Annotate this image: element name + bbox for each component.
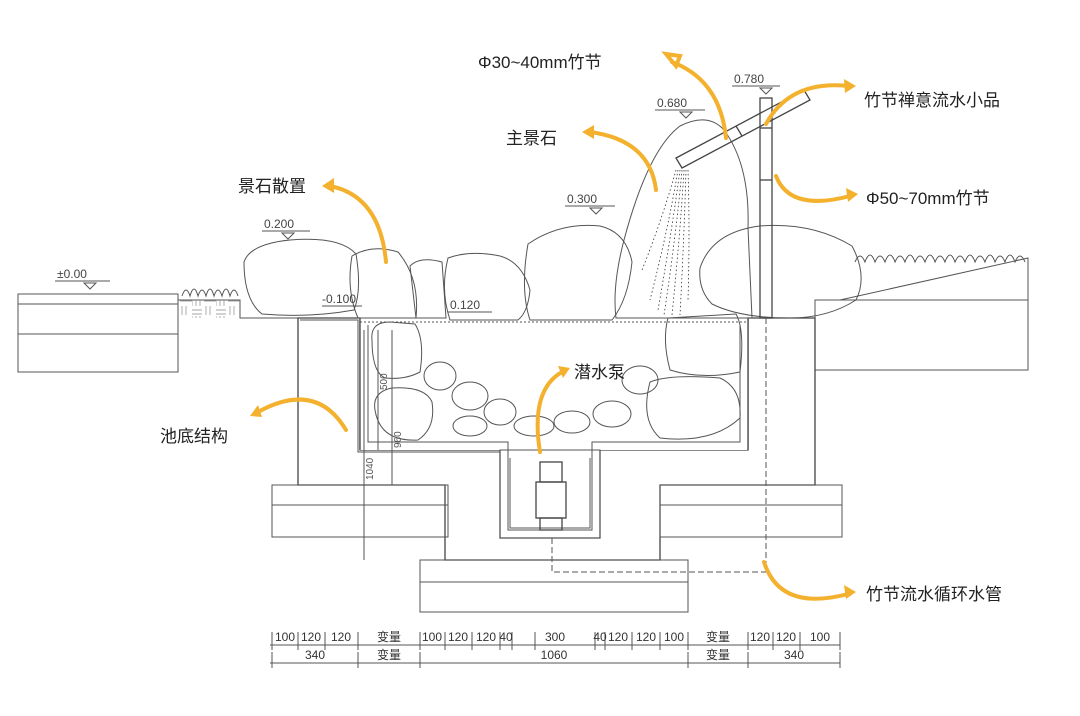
dim-label-top: 100 [275, 630, 295, 644]
label-pool-base: 池底结构 [160, 427, 228, 446]
label-scattered-rocks: 景石散置 [238, 177, 306, 196]
dim-label-top: 40 [593, 630, 607, 644]
svg-text:0.680: 0.680 [657, 96, 687, 110]
level-pool-rim: -0.100 [322, 292, 362, 307]
level-markers: ±0.00 0.200 0.300 0.680 0.780 0.120 [55, 72, 780, 313]
dim-label-bottom: 变量 [706, 647, 730, 662]
svg-text:0.200: 0.200 [264, 217, 294, 231]
callout-arrows [250, 51, 858, 601]
vdim-1040: 1040 [365, 457, 376, 480]
vdim-960: 960 [393, 431, 404, 448]
svg-text:0.780: 0.780 [734, 72, 764, 86]
dim-label-top: 120 [448, 630, 468, 644]
bamboo-feature [551, 89, 811, 573]
label-pump: 潜水泵 [574, 363, 625, 382]
dim-label-top: 100 [422, 630, 442, 644]
dim-label-top: 120 [750, 630, 770, 644]
dim-label-bottom: 1060 [541, 648, 568, 662]
dim-label-top: 变量 [706, 629, 730, 644]
pool-rocks [371, 313, 743, 441]
dim-label-top: 120 [776, 630, 796, 644]
dim-label-top: 100 [664, 630, 684, 644]
ground-left [17, 293, 299, 373]
vdim-500: 500 [379, 373, 390, 390]
svg-text:0.300: 0.300 [567, 192, 597, 206]
dim-label-top: 100 [810, 630, 830, 644]
level-bamboo-top: 0.780 [732, 72, 780, 95]
submersible-pump [535, 461, 567, 531]
svg-text:0.120: 0.120 [450, 298, 480, 312]
dim-label-top: 变量 [377, 629, 401, 644]
vertical-dimensions: 500 960 1040 [363, 330, 404, 560]
label-bamboo-large: Φ50~70mm竹节 [866, 189, 990, 208]
dim-label-top: 120 [331, 630, 351, 644]
dim-label-top: 300 [545, 630, 565, 644]
svg-text:-0.100: -0.100 [322, 292, 356, 306]
level-rock-top: 0.680 [655, 96, 705, 119]
label-bamboo-small: Φ30~40mm竹节 [478, 53, 602, 72]
dim-label-top: 40 [499, 630, 513, 644]
label-main-rock: 主景石 [506, 129, 557, 148]
water-stream [641, 169, 690, 316]
level-water: 0.120 [448, 298, 492, 313]
dim-label-top: 120 [608, 630, 628, 644]
label-circulation-pipe: 竹节流水循环水管 [866, 585, 1002, 604]
label-bamboo-feature: 竹节禅意流水小品 [864, 91, 1000, 110]
dim-label-bottom: 340 [305, 648, 325, 662]
dim-label-bottom: 340 [784, 648, 804, 662]
ground-right [814, 254, 1029, 371]
level-ground: ±0.00 [55, 267, 110, 290]
dim-label-top: 120 [476, 630, 496, 644]
level-rock-left: 0.200 [262, 217, 310, 240]
pool-structure [271, 317, 843, 613]
svg-text:±0.00: ±0.00 [57, 267, 87, 281]
level-rock-mid: 0.300 [565, 192, 615, 215]
dim-label-bottom: 变量 [377, 647, 401, 662]
dim-label-top: 120 [636, 630, 656, 644]
dim-label-top: 120 [301, 630, 321, 644]
